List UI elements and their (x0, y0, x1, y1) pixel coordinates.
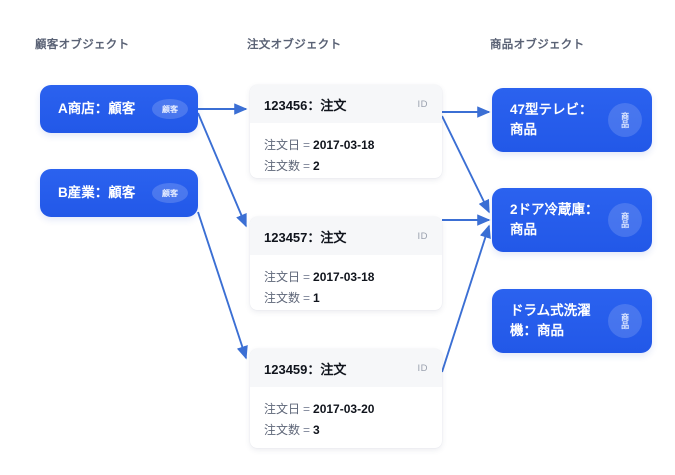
column-header-customer: 顧客オブジェクト (35, 39, 130, 51)
attr-eq: = (303, 423, 311, 437)
order-card-3[interactable]: 123459：注文 ID 注文日=2017-03-20 注文数=3 (250, 349, 442, 448)
attr-value: 3 (313, 423, 320, 437)
entity-product-2[interactable]: 2ドア冷蔵庫：商品 商品 (492, 188, 652, 252)
connector-order1-product2 (441, 115, 490, 214)
attr-value: 1 (313, 291, 320, 305)
column-header-product: 商品オブジェクト (490, 39, 585, 51)
entity-customer-2-label: B産業：顧客 (58, 184, 136, 200)
attr-value: 2017-03-18 (313, 138, 375, 152)
attr-key: 注文数 (264, 159, 301, 173)
order-card-1[interactable]: 123456：注文 ID 注文日=2017-03-18 注文数=2 (250, 85, 442, 178)
connector-customer1-order2 (197, 112, 247, 228)
order-card-3-header: 123459：注文 ID (250, 349, 442, 387)
entity-product-1-label: 47型テレビ：商品 (510, 101, 593, 137)
order-card-2[interactable]: 123457：注文 ID 注文日=2017-03-18 注文数=1 (250, 217, 442, 310)
entity-product-2-badge: 商品 (608, 203, 642, 237)
order-card-3-attr-row: 注文日=2017-03-20 (264, 399, 428, 420)
entity-product-1-badge: 商品 (608, 103, 642, 137)
order-card-1-title: 123456：注文 (264, 97, 347, 113)
entity-product-3[interactable]: ドラム式洗濯機：商品 商品 (492, 289, 652, 353)
attr-eq: = (303, 291, 311, 305)
attr-value: 2017-03-18 (313, 270, 375, 284)
entity-product-3-label: ドラム式洗濯機：商品 (510, 302, 591, 338)
order-card-1-body: 注文日=2017-03-18 注文数=2 (250, 123, 442, 178)
entity-customer-1[interactable]: A商店：顧客 顧客 (40, 85, 198, 133)
attr-key: 注文日 (264, 402, 301, 416)
entity-product-2-label: 2ドア冷蔵庫：商品 (510, 201, 599, 237)
attr-key: 注文日 (264, 270, 301, 284)
order-card-2-id-label: ID (417, 230, 428, 242)
entity-customer-2-badge: 顧客 (152, 183, 188, 203)
order-card-1-id-label: ID (417, 98, 428, 110)
attr-eq: = (303, 138, 311, 152)
entity-product-3-badge: 商品 (608, 304, 642, 338)
entity-customer-1-label: A商店：顧客 (58, 100, 136, 116)
connector-order3-product2 (441, 224, 491, 373)
attr-key: 注文数 (264, 291, 301, 305)
connector-customer2-order3 (197, 211, 248, 360)
order-card-1-header: 123456：注文 ID (250, 85, 442, 123)
order-card-3-title: 123459：注文 (264, 361, 347, 377)
entity-customer-1-badge: 顧客 (152, 99, 188, 119)
order-card-1-attr-row: 注文日=2017-03-18 (264, 135, 428, 156)
entity-product-1[interactable]: 47型テレビ：商品 商品 (492, 88, 652, 152)
attr-eq: = (303, 270, 311, 284)
order-card-1-attr-row: 注文数=2 (264, 156, 428, 177)
order-card-2-attr-row: 注文数=1 (264, 288, 428, 309)
order-card-3-body: 注文日=2017-03-20 注文数=3 (250, 387, 442, 448)
attr-key: 注文数 (264, 423, 301, 437)
attr-key: 注文日 (264, 138, 301, 152)
attr-eq: = (303, 402, 311, 416)
order-card-2-attr-row: 注文日=2017-03-18 (264, 267, 428, 288)
order-card-3-attr-row: 注文数=3 (264, 420, 428, 441)
attr-value: 2 (313, 159, 320, 173)
entity-customer-2[interactable]: B産業：顧客 顧客 (40, 169, 198, 217)
order-card-2-header: 123457：注文 ID (250, 217, 442, 255)
attr-value: 2017-03-20 (313, 402, 375, 416)
order-card-2-body: 注文日=2017-03-18 注文数=1 (250, 255, 442, 310)
order-card-3-id-label: ID (417, 362, 428, 374)
order-card-2-title: 123457：注文 (264, 229, 347, 245)
attr-eq: = (303, 159, 311, 173)
column-header-order: 注文オブジェクト (247, 39, 342, 51)
